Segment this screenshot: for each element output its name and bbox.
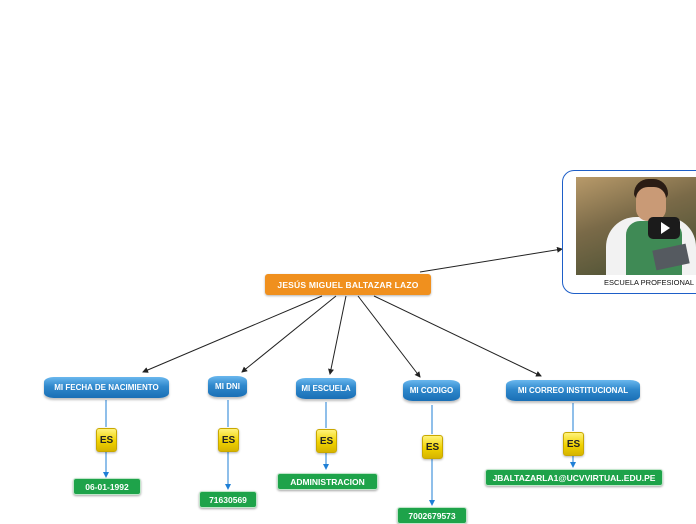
value-node-codigo[interactable]: 7002679573 [397, 507, 467, 524]
topic-node-codigo[interactable]: MI CODIGO [403, 380, 460, 401]
video-node[interactable]: ESCUELA PROFESIONAL DE [562, 170, 696, 294]
play-button[interactable] [648, 217, 680, 239]
value-node-fecha[interactable]: 06-01-1992 [73, 478, 141, 495]
video-thumbnail[interactable] [576, 177, 696, 275]
play-icon [660, 222, 670, 234]
edge-root-topic-4 [357, 295, 421, 378]
edge-root-video [419, 246, 563, 273]
es-node-5[interactable]: ES [563, 432, 584, 456]
root-node[interactable]: JESÚS MIGUEL BALTAZAR LAZO [265, 274, 431, 295]
es-node-2[interactable]: ES [218, 428, 239, 452]
value-node-escuela[interactable]: ADMINISTRACION [277, 473, 378, 490]
topic-node-correo[interactable]: MI CORREO INSTITUCIONAL [506, 380, 640, 401]
edge-root-topic-3 [328, 295, 347, 375]
value-node-correo[interactable]: JBALTAZARLA1@UCVVIRTUAL.EDU.PE [485, 469, 663, 486]
topic-node-escuela[interactable]: MI ESCUELA [296, 378, 356, 399]
thumbnail-face [636, 187, 666, 221]
edge-root-topic-1 [142, 295, 323, 373]
video-caption: ESCUELA PROFESIONAL DE [604, 278, 696, 287]
value-node-dni[interactable]: 71630569 [199, 491, 257, 508]
edge-root-topic-2 [241, 295, 337, 373]
es-node-3[interactable]: ES [316, 429, 337, 453]
topic-node-dni[interactable]: MI DNI [208, 376, 247, 397]
edge-root-topic-5 [373, 295, 542, 377]
es-node-1[interactable]: ES [96, 428, 117, 452]
es-node-4[interactable]: ES [422, 435, 443, 459]
topic-node-fecha[interactable]: MI FECHA DE NACIMIENTO [44, 377, 169, 398]
